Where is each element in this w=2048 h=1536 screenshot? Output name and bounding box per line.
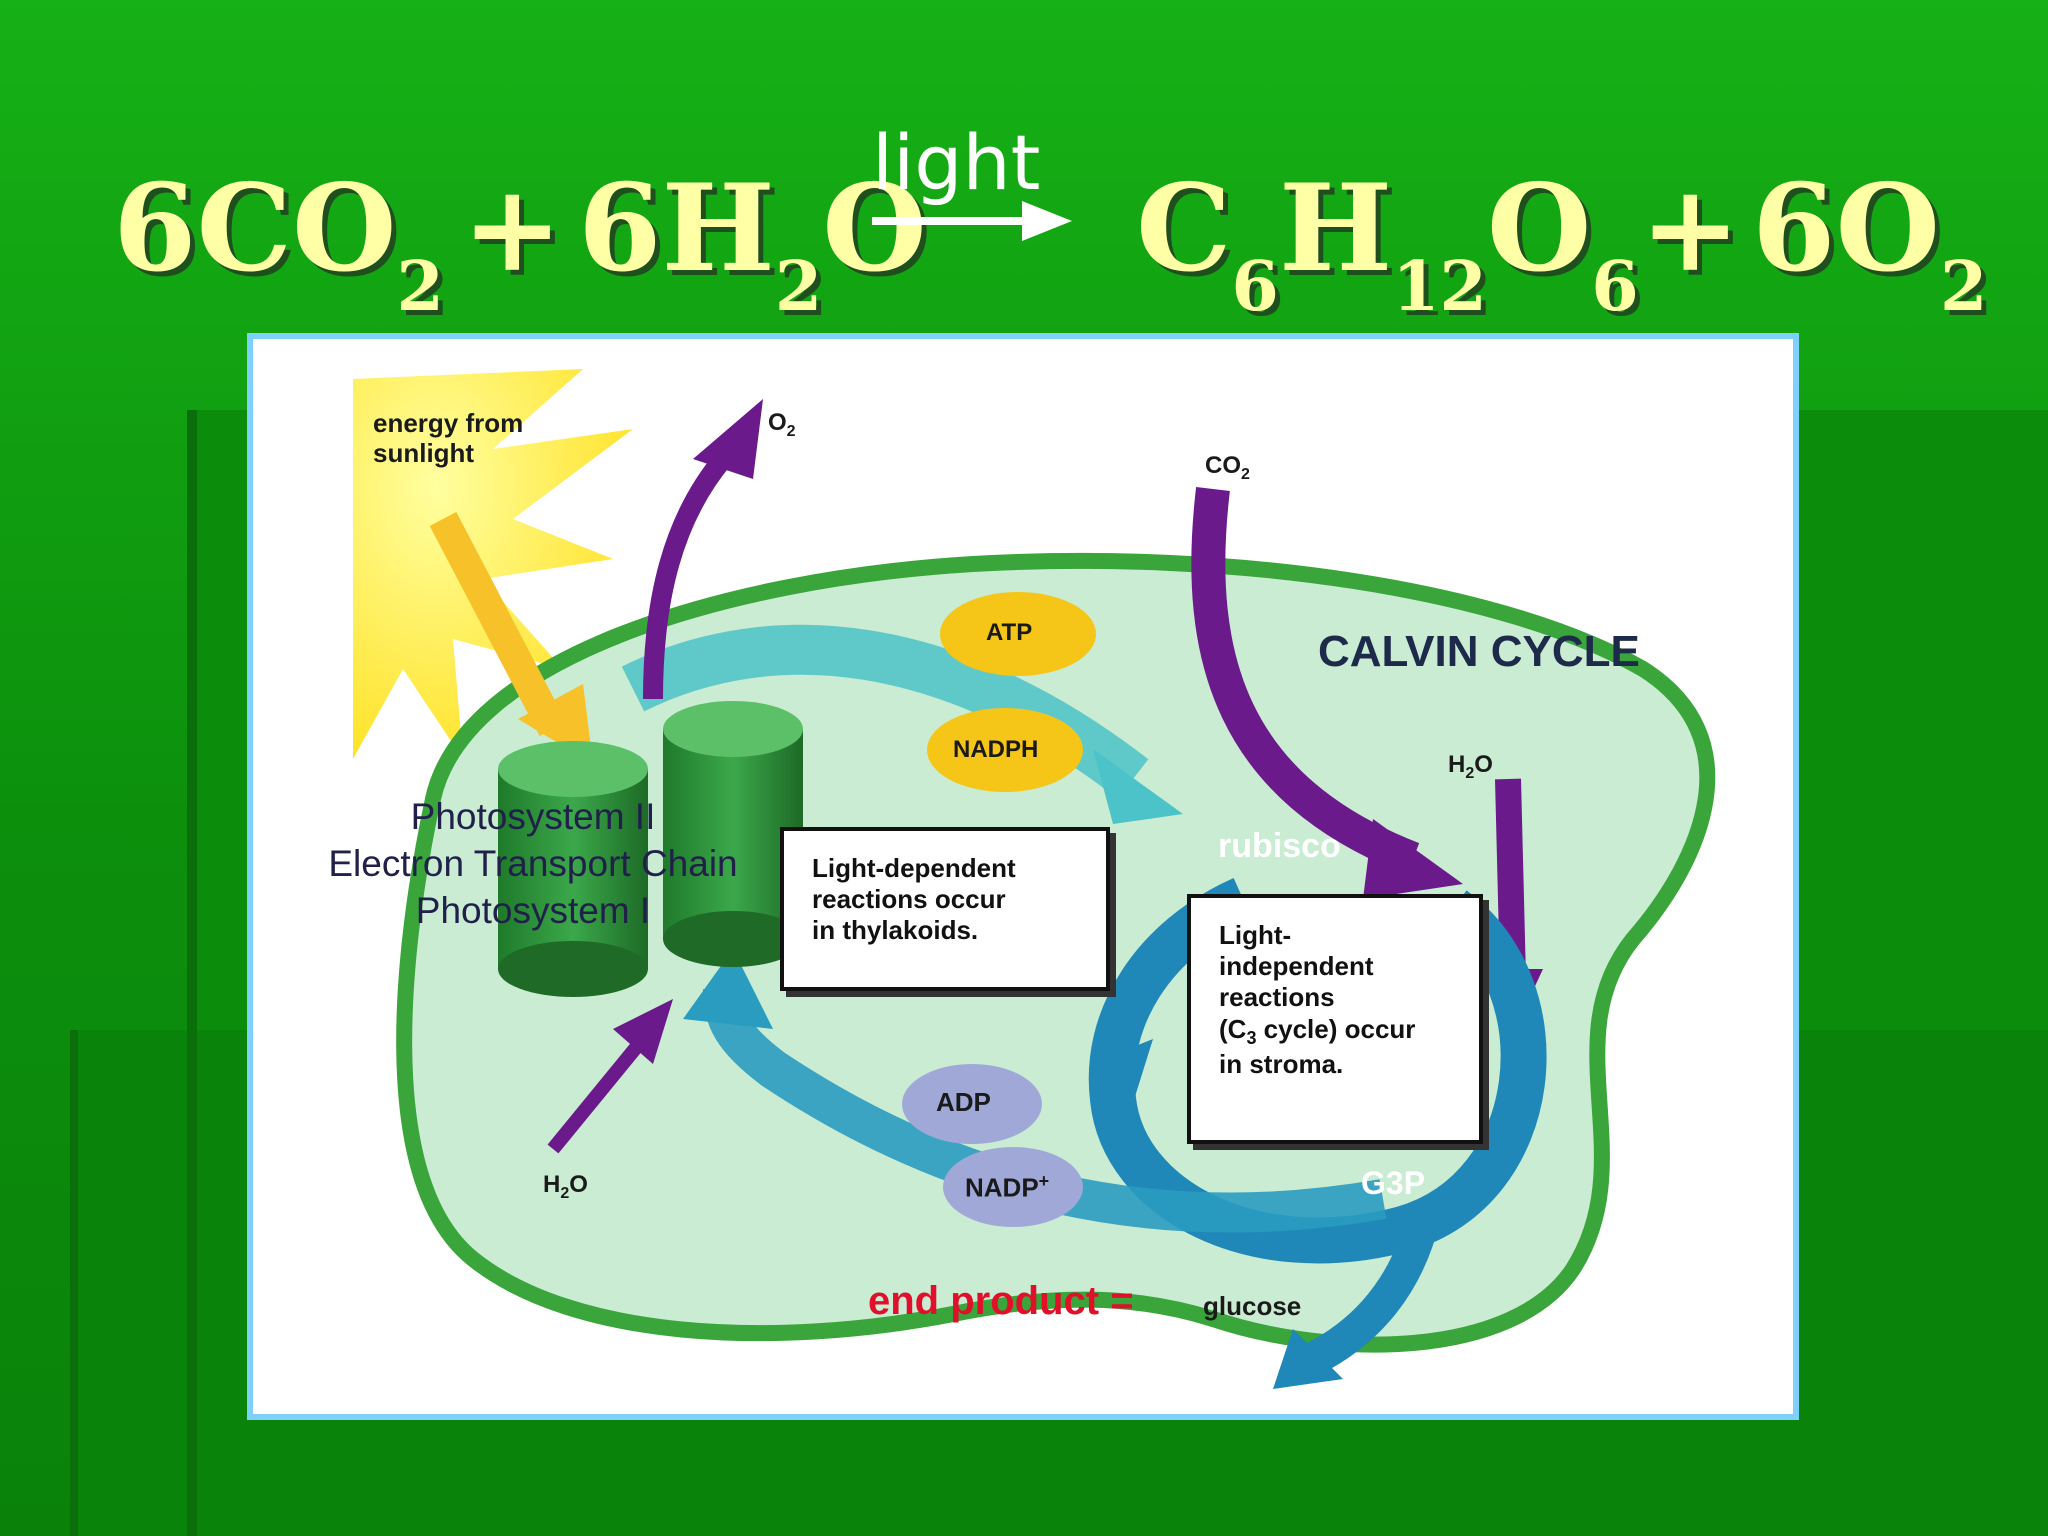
photosynthesis-diagram: energy from sunlight O2 CO2 ATP NADPH CA…	[247, 333, 1799, 1420]
adp-return-arrow-icon	[683, 949, 1387, 1233]
photosystem-label: Photosystem II Electron Transport Chain …	[328, 796, 738, 931]
nadp-oval	[943, 1147, 1083, 1227]
product-o2: 6O2	[1752, 158, 1988, 327]
calvin-cycle-title: CALVIN CYCLE	[1318, 627, 1640, 676]
nadp-label: NADP+	[965, 1171, 1050, 1203]
h2o-left-label: H2O	[543, 1171, 588, 1202]
background-stripe	[187, 410, 197, 1536]
h2o-right-label: H2O	[1448, 751, 1493, 782]
plus-sign: +	[462, 158, 563, 299]
atp-oval	[940, 592, 1096, 676]
product-glucose: C6H12O6	[1136, 158, 1639, 327]
light-dependent-box: Light-dependent reactions occur in thyla…	[780, 827, 1110, 991]
thylakoid-stack-icon	[498, 701, 803, 997]
end-product-label: end product =	[868, 1279, 1134, 1323]
sunlight-label: energy from sunlight	[373, 408, 524, 468]
background-stripe	[70, 1030, 78, 1536]
o2-label: O2	[768, 409, 796, 440]
sun-icon	[353, 369, 633, 759]
photosynthesis-equation: 6CO2 + 6H2O C6H12O6 + 6O2	[0, 100, 2048, 330]
nadph-oval	[927, 708, 1083, 792]
g3p-label: G3P	[1361, 1165, 1426, 1201]
nadph-label: NADPH	[953, 736, 1039, 763]
reactant-h2o: 6H2O	[578, 158, 927, 327]
co2-intake-arrow-icon	[1191, 487, 1463, 899]
reactant-co2: 6CO2	[113, 158, 444, 327]
light-independent-box: Light- independent reactions (C3 cycle) …	[1187, 894, 1483, 1144]
rubisco-label: rubisco	[1218, 827, 1341, 865]
reaction-arrow-icon	[872, 201, 1072, 241]
adp-oval	[902, 1064, 1042, 1144]
oxygen-release-arrow-icon	[643, 399, 763, 700]
glucose-output-arrow-icon	[1273, 1214, 1440, 1389]
adp-label: ADP	[936, 1087, 991, 1117]
co2-label: CO2	[1205, 452, 1250, 483]
water-input-arrow-icon	[547, 999, 673, 1154]
atp-label: ATP	[986, 619, 1033, 646]
light-label: light	[872, 118, 1041, 207]
plus-sign: +	[1640, 158, 1741, 299]
glucose-label: glucose	[1203, 1291, 1302, 1321]
